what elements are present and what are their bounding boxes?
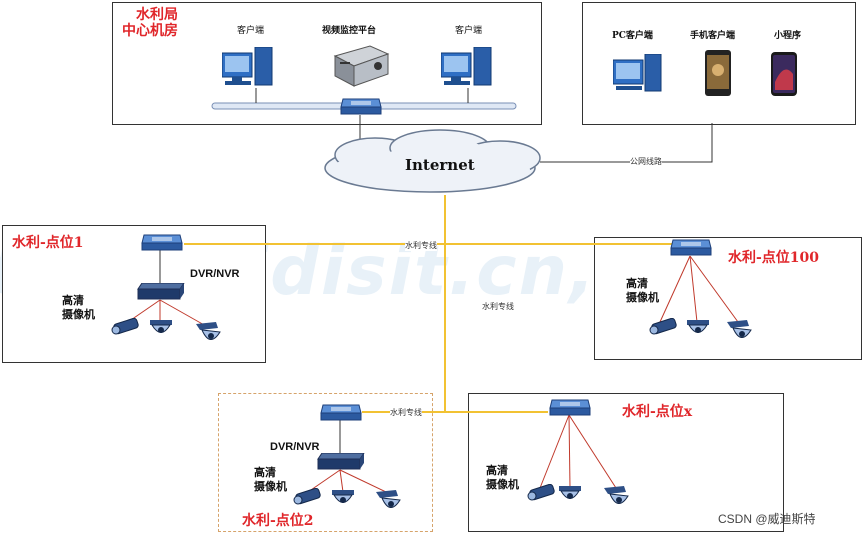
site1-dvr-label: DVR/NVR [190, 268, 240, 280]
dedicated-line-label-bottom: 水利专线 [390, 407, 422, 418]
internet-label: Internet [405, 156, 475, 174]
site2-title: 水利-点位2 [242, 513, 314, 529]
public-line-label: 公网线路 [630, 156, 662, 167]
switch-icon [670, 239, 712, 256]
sitex-camera-label: 高清 摄像机 [486, 464, 519, 491]
sitex-title: 水利-点位x [622, 404, 693, 420]
switch-icon [340, 98, 382, 115]
mini-program-label: 小程序 [774, 31, 802, 41]
dome-camera-icon [150, 320, 172, 333]
site1-box [2, 225, 266, 363]
center-title-line1: 水利局 [136, 7, 178, 23]
site1-camera-label: 高清 摄像机 [62, 294, 95, 321]
site2-box [218, 393, 433, 532]
desktop-pc-icon [441, 47, 492, 86]
site100-box [594, 237, 862, 360]
site1-title: 水利-点位1 [12, 235, 84, 251]
site100-camera-label: 高清 摄像机 [626, 277, 659, 304]
bullet-camera-icon [111, 318, 139, 335]
bullet-camera-icon [527, 484, 555, 501]
server-platform-icon [333, 45, 390, 87]
dvr-nvr-icon [317, 453, 365, 470]
mobile-client-label: 手机客户端 [690, 31, 736, 41]
dedicated-line-label-top: 水利专线 [405, 240, 437, 251]
dedicated-line-label-mid: 水利专线 [482, 301, 514, 312]
bullet-camera-icon [293, 488, 321, 505]
smartphone-mini-program-icon [771, 52, 797, 96]
ptz-camera-icon [727, 320, 752, 338]
csdn-credit: CSDN @威迪斯特 [718, 512, 816, 526]
dvr-nvr-icon [137, 283, 185, 300]
desktop-pc-icon [613, 54, 662, 92]
site100-title: 水利-点位100 [728, 250, 820, 266]
dome-camera-icon [687, 320, 709, 333]
mobile-phone-icon [705, 50, 731, 96]
dome-camera-icon [559, 486, 581, 499]
site2-camera-label: 高清 摄像机 [254, 466, 287, 493]
pc-client-label: PC客户端 [612, 31, 653, 41]
sitex-box [468, 393, 784, 532]
ptz-camera-icon [196, 322, 221, 340]
ptz-camera-icon [376, 490, 401, 508]
ptz-camera-icon [604, 486, 629, 504]
client-right-label: 客户端 [455, 26, 483, 36]
desktop-pc-icon [222, 47, 273, 86]
platform-label: 视频监控平台 [322, 26, 377, 36]
site2-dvr-label: DVR/NVR [270, 441, 320, 453]
dome-camera-icon [332, 490, 354, 503]
switch-icon [549, 399, 591, 416]
public-line-wire [540, 123, 713, 163]
switch-icon [141, 234, 183, 251]
center-title-line2: 中心机房 [122, 23, 178, 39]
bullet-camera-icon [649, 318, 677, 335]
internet-cloud-icon [324, 129, 541, 193]
switch-icon [320, 404, 362, 421]
client-left-label: 客户端 [237, 26, 265, 36]
